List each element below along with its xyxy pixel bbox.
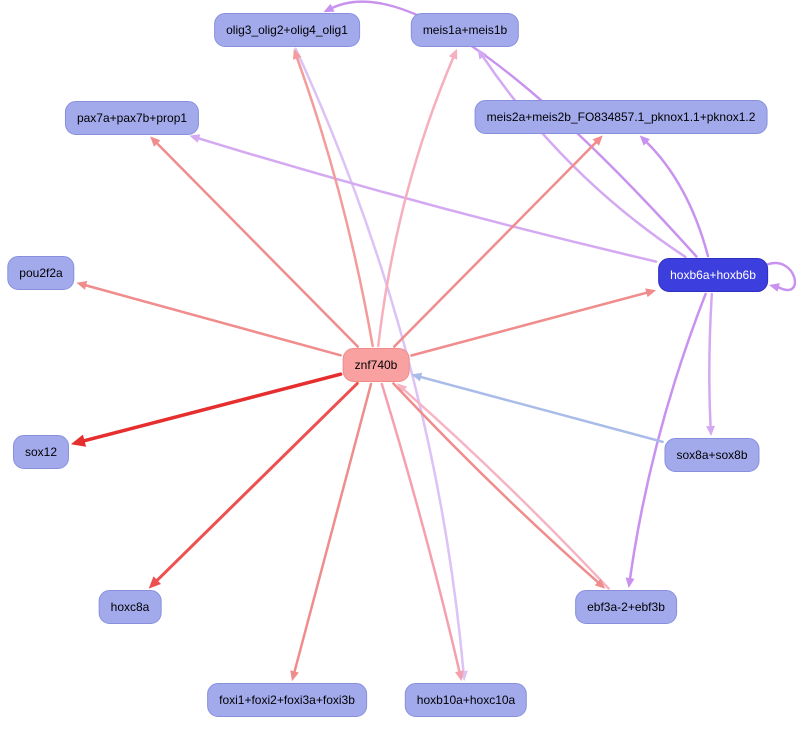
arrowhead-ebf3a-to-znf740b: [396, 383, 408, 394]
arrowhead-hoxb6a-to-meis2a: [639, 135, 650, 146]
node-znf740b[interactable]: znf740b: [342, 348, 410, 382]
arrowhead-znf740b-to-hoxc8a: [148, 576, 161, 589]
edge-znf740b-to-meis2a: [392, 140, 599, 348]
node-hoxb6a[interactable]: hoxb6a+hoxb6b: [658, 258, 768, 292]
arrowhead-znf740b-to-meis1a: [448, 48, 458, 60]
edge-hoxb6a-to-sox8a: [708, 292, 714, 429]
edge-znf740b-to-hoxc8a: [154, 381, 359, 583]
node-sox8a[interactable]: sox8a+sox8b: [664, 438, 760, 472]
edge-znf740b-to-ebf3a: [392, 382, 601, 585]
edge-znf740b-to-olig3: [295, 55, 374, 348]
edge-znf740b-to-foxi1: [292, 382, 373, 675]
edge-znf740b-to-sox12: [80, 372, 343, 443]
arrowhead-znf740b-to-sox12: [70, 434, 87, 447]
edge-znf740b-to-hoxb6a: [410, 291, 650, 357]
arrowhead-znf740b-to-foxi1: [290, 670, 299, 682]
arrowhead-znf740b-to-olig3: [293, 48, 302, 60]
edge-hoxb6a-to-meis2a: [644, 140, 710, 258]
edge-hoxb6a-to-pax7a: [196, 136, 658, 263]
node-pax7a[interactable]: pax7a+pax7b+prop1: [64, 101, 200, 135]
edge-znf740b-to-meis1a: [376, 55, 455, 348]
node-hoxb10a[interactable]: hoxb10a+hoxc10a: [404, 683, 528, 717]
node-ebf3a[interactable]: ebf3a-2+ebf3b: [575, 590, 677, 624]
arrowhead-hoxb6a-to-olig3: [323, 3, 335, 13]
node-pou2f2a[interactable]: pou2f2a: [7, 256, 75, 290]
arrowhead-znf740b-to-pou2f2a: [76, 281, 88, 290]
arrowhead-hoxb6a-to-ebf3a: [625, 577, 635, 588]
node-olig3[interactable]: olig3_olig2+olig4_olig1: [214, 13, 360, 47]
arrowhead-znf740b-to-pax7a: [150, 136, 161, 147]
node-meis2a[interactable]: meis2a+meis2b_FO834857.1_pknox1.1+pknox1…: [474, 100, 768, 134]
edge-znf740b-to-pou2f2a: [83, 283, 342, 357]
arrowhead-hoxb6a-to-pax7a: [189, 134, 201, 143]
arrowhead-znf740b-to-hoxb6a: [645, 288, 657, 298]
edge-ebf3a-to-znf740b: [401, 387, 610, 590]
edge-znf740b-to-pax7a: [154, 141, 360, 348]
node-sox12[interactable]: sox12: [12, 435, 70, 469]
edge-hoxb6a-to-hoxb6a: [764, 261, 797, 292]
node-meis1a[interactable]: meis1a+meis1b: [410, 13, 520, 47]
arrowhead-hoxb6a-to-sox8a: [706, 425, 715, 436]
arrowhead-znf740b-to-hoxb10a: [455, 670, 464, 682]
arrowhead-hoxb6a-to-hoxb6a: [769, 283, 780, 292]
arrowhead-znf740b-to-ebf3a: [594, 578, 606, 589]
node-foxi1[interactable]: foxi1+foxi2+foxi3a+foxi3b: [207, 683, 367, 717]
edge-znf740b-to-hoxb10a: [380, 382, 461, 675]
edge-sox8a-to-znf740b: [418, 375, 664, 444]
node-hoxc8a[interactable]: hoxc8a: [98, 590, 162, 624]
arrowhead-znf740b-to-meis2a: [592, 135, 603, 146]
edge-hoxb6a-to-ebf3a: [628, 292, 707, 581]
edge-hoxb6a-to-meis1a: [481, 54, 687, 259]
arrowhead-sox8a-to-znf740b: [411, 372, 423, 382]
arrowhead-hoxb6a-to-meis1a: [477, 48, 487, 60]
